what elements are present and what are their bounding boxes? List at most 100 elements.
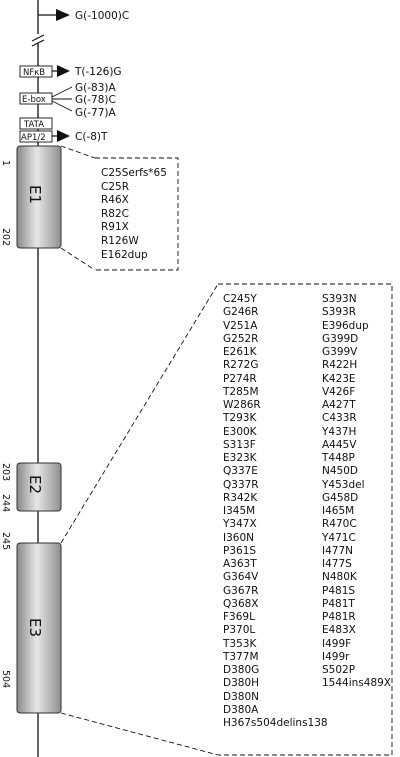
mutation-item: I499r — [322, 650, 350, 663]
mutation-item: E300K — [223, 425, 257, 438]
mutation-item: G399V — [322, 346, 358, 358]
mutation-item: G399D — [322, 332, 359, 345]
mutation-item: E162dup — [101, 248, 148, 261]
mutation-item: R470C — [322, 518, 357, 531]
mutation-item: A363T — [223, 558, 257, 570]
ebox-label: E-box — [22, 95, 46, 105]
mutation-item: E483X — [322, 624, 356, 637]
mutation-item: I465M — [322, 505, 355, 517]
mutation-item: P274R — [223, 372, 257, 385]
variant-g-1000c: G(-1000)C — [75, 10, 129, 22]
mutation-item: D380N — [223, 690, 259, 703]
mutation-item: I477S — [322, 558, 352, 570]
mutation-item: V426F — [322, 385, 356, 398]
exon-e2 — [16, 462, 62, 512]
mutation-item: Y471C — [322, 531, 356, 544]
mutation-item: N480K — [322, 571, 357, 584]
mutation-item: Q337E — [223, 465, 258, 478]
arrow-nfkb — [52, 65, 70, 77]
mutation-item: G246R — [223, 306, 259, 319]
ebox-leader-lines — [51, 86, 73, 112]
exon-e2-start: 203 — [0, 463, 11, 481]
mutation-item: C433R — [322, 412, 357, 425]
exon-e1-start: 1 — [0, 160, 11, 166]
mutation-item: R126W — [101, 234, 139, 247]
exon-e3 — [16, 542, 62, 714]
exon-e3-end: 504 — [0, 670, 11, 688]
mutation-item: Q337R — [223, 478, 259, 491]
mutation-item: Y437H — [322, 425, 357, 438]
mutation-item: C245Y — [223, 293, 257, 305]
mutation-item: G458D — [322, 491, 359, 504]
mutation-item: G252R — [223, 332, 259, 345]
mutation-item: A445V — [322, 438, 357, 451]
ap12-label: AP1/2 — [21, 133, 46, 143]
mutation-item: Y453del — [322, 478, 365, 491]
mutation-item: I345M — [223, 505, 256, 517]
ebox-box — [19, 92, 53, 105]
mutation-item: S393R — [322, 306, 357, 319]
variant-c-8t: C(-8)T — [75, 131, 108, 143]
mutation-item: D380G — [223, 664, 260, 676]
variant-g-83a: G(-83)A — [75, 82, 116, 94]
mutation-item: I499F — [322, 637, 352, 650]
mutation-item: S502P — [322, 664, 356, 676]
e3-callout-frame — [60, 283, 393, 756]
mutation-item: K423E — [322, 372, 356, 385]
mutation-item: R46X — [101, 194, 129, 207]
mutation-item: Q368X — [223, 597, 259, 610]
mutation-item: I477N — [322, 544, 353, 557]
mutation-item: E323K — [223, 452, 257, 464]
mutation-item: H367s504delins138 — [223, 717, 328, 729]
mutation-item: E261K — [223, 346, 257, 358]
mutation-item: N450D — [322, 465, 358, 478]
variant-g-78c: G(-78)C — [75, 94, 116, 106]
mutation-item: S313F — [223, 438, 256, 451]
mutation-item: W286R — [223, 399, 261, 411]
tata-box — [19, 117, 53, 130]
mutation-item: Y347X — [223, 518, 257, 531]
mutation-item: P370L — [223, 624, 256, 637]
mutation-item: D380H — [223, 677, 260, 690]
mutation-item: T285M — [223, 385, 259, 398]
mutation-item: I360N — [223, 531, 254, 544]
mutation-item: P481T — [322, 597, 355, 610]
mutation-item: R91X — [101, 221, 129, 234]
exon-e2-end: 244 — [0, 494, 11, 512]
mutation-item: G367R — [223, 584, 259, 597]
mutation-item: V251A — [223, 319, 258, 332]
mutation-item: P361S — [223, 544, 257, 557]
e1-callout-frame — [60, 145, 179, 271]
mutation-item: G364V — [223, 571, 259, 584]
mutation-item: C25R — [101, 180, 129, 193]
mutation-item: E396dup — [322, 319, 369, 332]
break-mark — [30, 34, 46, 47]
mutation-item: T293K — [223, 412, 257, 425]
mutation-item: A427T — [322, 399, 356, 411]
exon-e1-end: 202 — [0, 228, 11, 246]
arrow-top — [38, 9, 70, 21]
mutation-item: T353K — [223, 637, 257, 650]
arrow-ap12 — [52, 130, 70, 142]
mutation-item: P481R — [322, 611, 356, 623]
mutation-item: R422H — [322, 359, 358, 372]
mutation-item: F369L — [223, 611, 255, 623]
mutation-item: C25Serfs*65 — [101, 167, 167, 179]
exon-e1-label: E1 — [26, 185, 44, 204]
mutation-item: D380A — [223, 703, 259, 716]
mutation-item: S393N — [322, 293, 357, 305]
exon-e2-label: E2 — [26, 475, 44, 494]
variant-g-77a: G(-77)A — [75, 107, 116, 119]
mutation-item: P481S — [322, 584, 356, 597]
mutation-item: R272G — [223, 359, 259, 372]
variant-t-126g: T(-126)G — [74, 66, 122, 78]
mutation-item: R82C — [101, 207, 129, 220]
mutation-item: T377M — [223, 650, 259, 663]
nfkb-label: NFκB — [23, 68, 45, 78]
mutation-item: R342K — [223, 491, 258, 504]
mutation-item: 1544ins489X — [322, 677, 391, 690]
